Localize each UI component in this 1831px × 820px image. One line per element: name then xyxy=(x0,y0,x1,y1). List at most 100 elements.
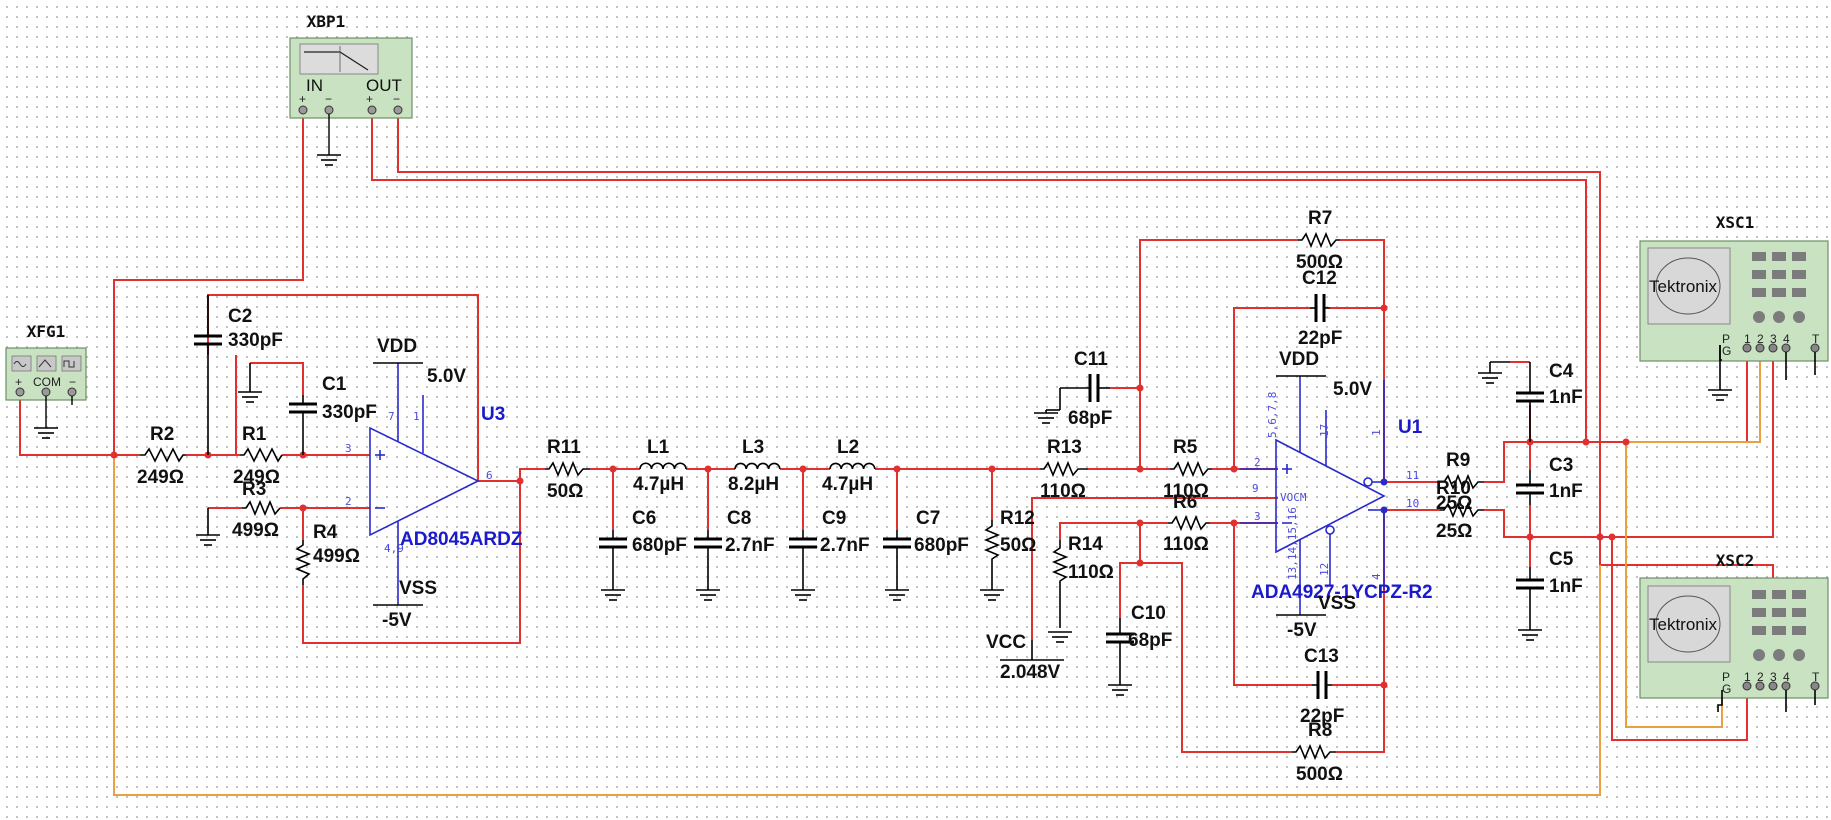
ground-icon xyxy=(195,534,221,546)
resistor-r5[interactable]: R5 110Ω xyxy=(1163,437,1212,502)
wires xyxy=(19,110,1774,753)
resistor-r13[interactable]: R13 110Ω xyxy=(1040,437,1088,502)
capacitor-c13[interactable]: C13 22pF xyxy=(1300,646,1344,727)
resistor-r4[interactable]: R4 499Ω xyxy=(294,522,360,585)
ground-icon xyxy=(1033,412,1059,424)
xsc1-ch-g: G xyxy=(1722,344,1731,358)
u3-pin-3: 3 xyxy=(345,442,352,455)
r4-ref: R4 xyxy=(313,522,338,543)
supply-vss2: VSS -5V xyxy=(1276,593,1356,641)
r6-value: 110Ω xyxy=(1163,534,1209,555)
r11-ref: R11 xyxy=(547,437,581,458)
vss1-name: VSS xyxy=(399,578,437,599)
r9-ref: R9 xyxy=(1446,450,1470,471)
capacitor-c6[interactable]: C6 680pF xyxy=(599,508,687,601)
resistor-r8[interactable]: R8 500Ω xyxy=(1292,720,1343,785)
c9-value: 2.7nF xyxy=(820,535,870,556)
u3-pin-1: 1 xyxy=(413,410,420,423)
c7-ref: C7 xyxy=(916,508,940,529)
resistor-r10[interactable]: R10 25Ω xyxy=(1436,478,1484,542)
xsc2-ch-3: 3 xyxy=(1770,670,1777,684)
capacitor-c7[interactable]: C7 680pF xyxy=(883,508,969,601)
resistor-r14[interactable]: R14 110Ω xyxy=(1047,534,1114,643)
capacitor-c9[interactable]: C9 2.7nF xyxy=(789,508,870,601)
capacitor-c3[interactable]: C3 1nF xyxy=(1516,455,1583,505)
u1-pin-17: 17 xyxy=(1318,424,1331,437)
c10-ref: C10 xyxy=(1131,603,1166,624)
xsc1-ch-2: 2 xyxy=(1757,332,1764,346)
capacitor-c5[interactable]: C5 1nF xyxy=(1516,549,1583,641)
resistor-r6[interactable]: R6 110Ω xyxy=(1163,492,1210,555)
xbp1-out-label: OUT xyxy=(366,76,402,95)
junctions xyxy=(110,304,1630,689)
resistor-r12[interactable]: R12 50Ω xyxy=(979,508,1036,601)
capacitor-c8[interactable]: C8 2.7nF xyxy=(694,508,775,601)
r11-value: 50Ω xyxy=(547,481,583,502)
vdd1-name: VDD xyxy=(377,336,417,357)
r8-value: 500Ω xyxy=(1296,764,1343,785)
triangle-wave-icon xyxy=(38,359,52,368)
r2-value: 249Ω xyxy=(137,467,184,488)
ground-icon xyxy=(790,589,816,601)
l3-ref: L3 xyxy=(742,437,764,458)
xfg1-pin-minus: − xyxy=(69,375,76,389)
c11-value: 68pF xyxy=(1068,408,1112,429)
instrument-xfg1[interactable]: XFG1 + COM − xyxy=(5,322,87,439)
vss1-value: -5V xyxy=(382,610,412,631)
l3-value: 8.2µH xyxy=(728,474,779,495)
r3-value: 499Ω xyxy=(232,520,279,541)
c4-ref: C4 xyxy=(1549,361,1574,382)
capacitor-c1[interactable]: C1 330pF xyxy=(289,374,377,455)
u1-pin-3: 3 xyxy=(1254,510,1261,523)
r12-ref: R12 xyxy=(1000,508,1035,529)
ground-icon xyxy=(316,154,342,166)
xsc1-buttons[interactable] xyxy=(1752,252,1806,323)
capacitor-c4[interactable]: C4 1nF xyxy=(1477,361,1583,442)
capacitor-c2[interactable]: C2 330pF xyxy=(194,295,283,455)
inductor-l1[interactable]: L1 4.7µH xyxy=(633,437,687,495)
sine-wave-icon xyxy=(13,361,27,367)
ground-c1 xyxy=(237,363,263,403)
ground-icon xyxy=(884,589,910,601)
r2-ref: R2 xyxy=(150,424,174,445)
c12-value: 22pF xyxy=(1298,328,1342,349)
capacitor-c10[interactable]: C10 68pF xyxy=(1106,603,1172,696)
xsc2-ch-t: T xyxy=(1812,670,1820,684)
instrument-xsc1[interactable]: XSC1 Tektronix P G 1 2 3 4 T xyxy=(1639,213,1829,401)
c1-value: 330pF xyxy=(322,402,377,423)
resistor-r11[interactable]: R11 50Ω xyxy=(545,437,590,502)
r10-ref: R10 xyxy=(1436,478,1471,499)
xsc2-buttons[interactable] xyxy=(1752,590,1806,661)
resistor-r3[interactable]: R3 499Ω xyxy=(195,479,281,546)
u1-pin-5678: 5,6,7,8 xyxy=(1266,392,1279,438)
c5-value: 1nF xyxy=(1549,576,1583,597)
xbp1-pin-mark-3: + xyxy=(366,92,373,106)
r14-value: 110Ω xyxy=(1068,562,1114,583)
resistor-r7[interactable]: R7 500Ω xyxy=(1296,208,1343,273)
resistor-r1[interactable]: R1 249Ω xyxy=(233,424,283,488)
instrument-xsc2[interactable]: XSC2 Tektronix P G 1 2 3 4 T xyxy=(1639,551,1829,712)
r7-ref: R7 xyxy=(1308,208,1332,229)
xbp1-pin-mark-4: − xyxy=(393,92,400,106)
l2-ref: L2 xyxy=(837,437,859,458)
c2-value: 330pF xyxy=(228,330,283,351)
vdd1-value: 5.0V xyxy=(427,366,466,387)
ground-icon xyxy=(695,589,721,601)
vcc-value: 2.048V xyxy=(1000,662,1061,683)
vss2-name: VSS xyxy=(1318,593,1356,614)
opamp-u3[interactable]: 3 2 6 7 1 4,9 U3 AD8045ARDZ xyxy=(345,363,523,605)
xsc1-ch-t: T xyxy=(1812,332,1820,346)
inductor-l3[interactable]: L3 8.2µH xyxy=(728,437,781,495)
r1-value: 249Ω xyxy=(233,467,280,488)
inductor-l2[interactable]: L2 4.7µH xyxy=(822,437,876,495)
ground-icon xyxy=(1707,389,1733,401)
capacitor-c11[interactable]: C11 68pF xyxy=(1033,349,1112,429)
capacitor-c12[interactable]: C12 22pF xyxy=(1298,268,1342,349)
instrument-xbp1[interactable]: XBP1 IN OUT + − + − xyxy=(289,12,413,166)
u1-pin-1: 1 xyxy=(1370,429,1383,436)
c6-value: 680pF xyxy=(632,535,687,556)
resistor-r2[interactable]: R2 249Ω xyxy=(137,424,186,488)
c13-ref: C13 xyxy=(1304,646,1339,667)
opamp-u1[interactable]: 2 9 3 11 10 5,6,7,8 17 1 13,14,15,16 12 … xyxy=(1240,376,1433,615)
